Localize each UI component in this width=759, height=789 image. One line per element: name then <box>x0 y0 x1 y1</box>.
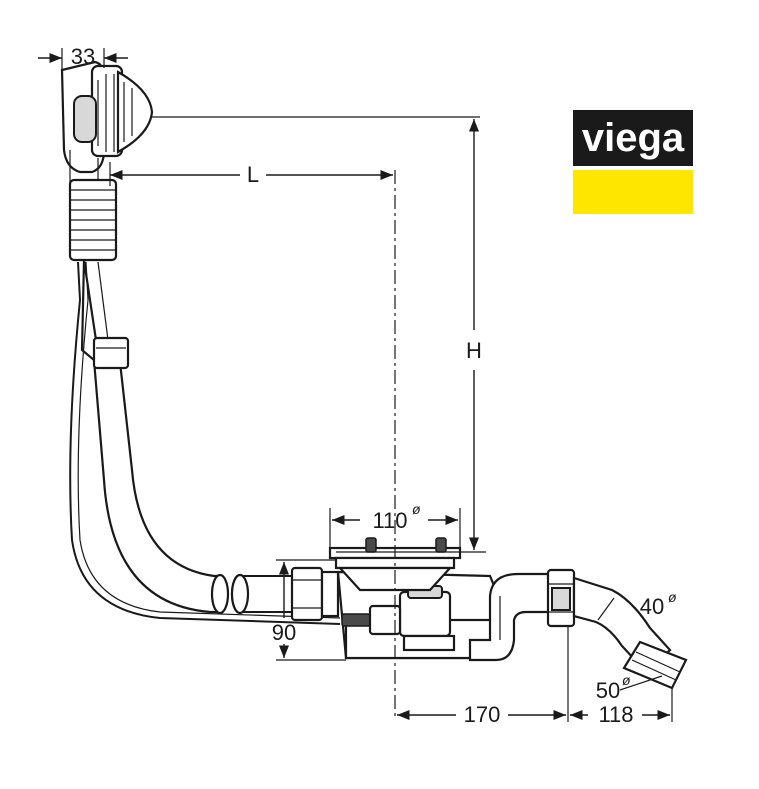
corrugated-hose <box>68 178 118 262</box>
dim-pipe-diameter-mark: ø <box>622 672 631 688</box>
logo-black-band <box>573 110 693 166</box>
dim-drain-height: 90 <box>272 620 296 645</box>
dim-outlet-diameter-mark: ø <box>412 501 421 517</box>
logo-yellow-band <box>573 170 693 214</box>
outlet-trap <box>468 568 688 690</box>
dim-distance-b: 118 <box>598 702 633 727</box>
dim-overflow-width: 33 <box>71 44 95 69</box>
dim-outlet-angle-mark: ø <box>668 589 677 605</box>
logo-wordmark: viega <box>582 116 685 160</box>
drain-body <box>290 537 502 660</box>
dim-length: L <box>247 162 259 187</box>
dim-distance-a: 170 <box>464 702 501 727</box>
overflow-pipe <box>69 259 341 625</box>
dimension-labels: 33 L H 110 ø 90 170 118 40 ø 50 ø <box>71 44 677 727</box>
dim-height: H <box>466 338 482 363</box>
dim-pipe-diameter: 50 <box>596 678 620 703</box>
dim-outlet-diameter: 110 <box>372 508 407 533</box>
overflow-head <box>60 60 154 250</box>
dimension-lines <box>38 48 673 722</box>
viega-logo: viega <box>573 110 693 214</box>
dim-outlet-angle: 40 <box>640 594 664 619</box>
